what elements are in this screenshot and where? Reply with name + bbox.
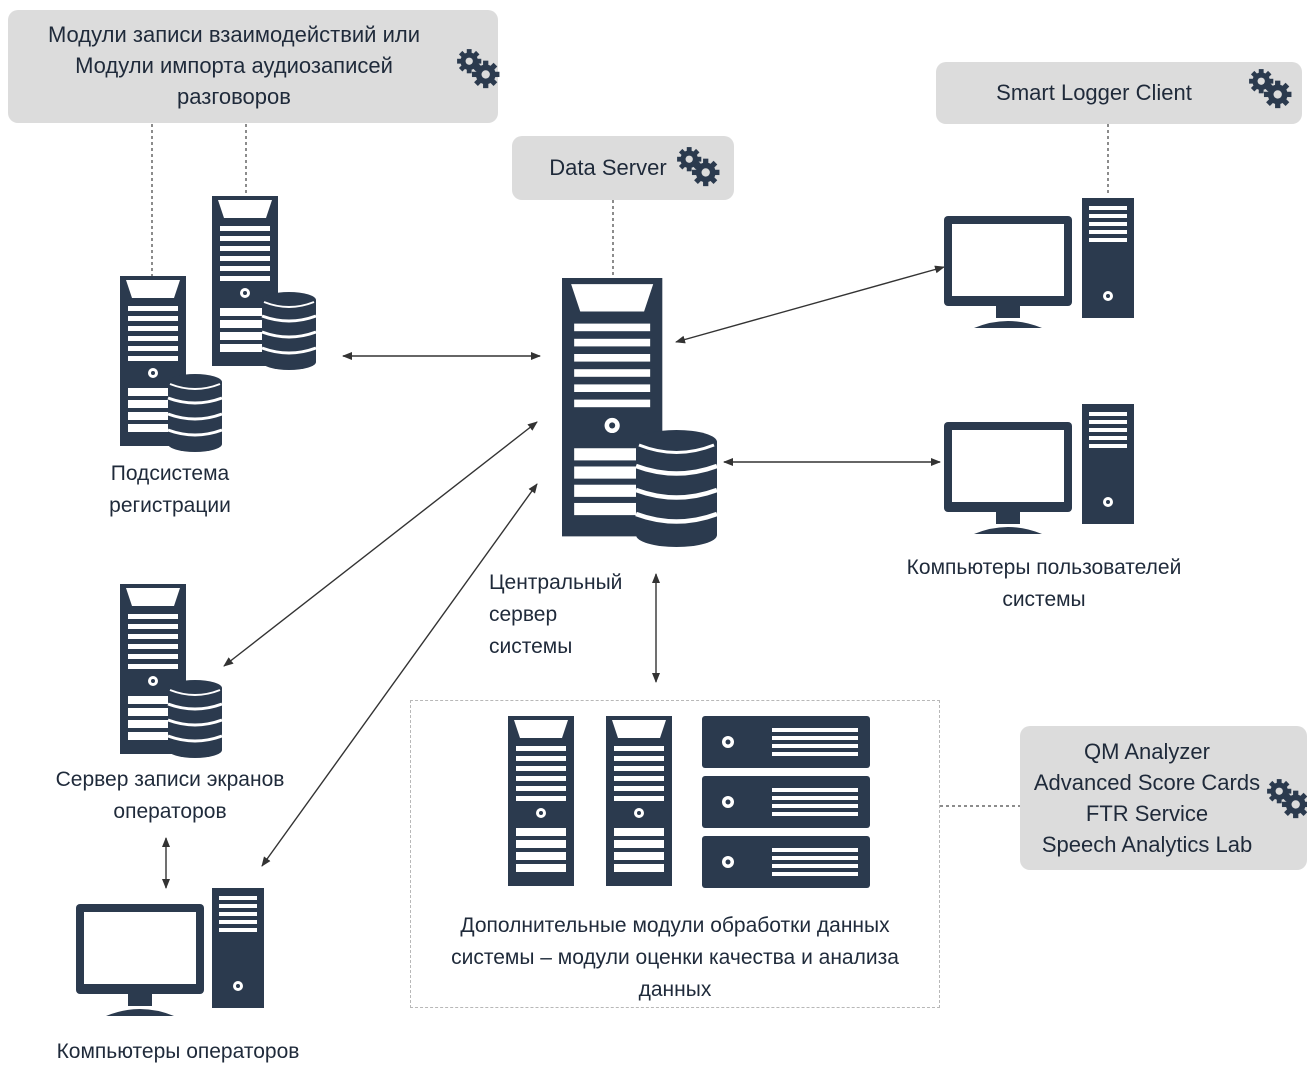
central-server-label-line-1: Центральный [489, 571, 623, 594]
smart-logger-text: Smart Logger Client [996, 80, 1192, 105]
qm-modules-box: QM Analyzer Advanced Score Cards FTR Ser… [1020, 726, 1307, 870]
recording-modules-line-3: разговоров [177, 84, 291, 109]
arrow-central-smartlogger [675, 265, 945, 344]
registration-label-line-2: регистрации [109, 494, 231, 517]
operator-computers-label: Компьютеры операторов [20, 1036, 336, 1068]
gears-icon [677, 147, 720, 187]
recording-modules-line-2: Модули импорта аудиозаписей [75, 53, 393, 78]
operator-computers-label-line-1: Компьютеры операторов [56, 1040, 300, 1063]
registration-label: Подсистема регистрации [70, 458, 270, 522]
data-server-text: Data Server [549, 155, 667, 180]
score-cards-label: Advanced Score Cards [1033, 770, 1261, 795]
qm-modules-text: QM Analyzer Advanced Score Cards FTR Ser… [1020, 736, 1274, 860]
smart-logger-box: Smart Logger Client [936, 62, 1302, 124]
screen-recording-label-line-2: операторов [113, 800, 227, 823]
central-server-label-line-2: сервер [489, 603, 558, 626]
recording-modules-box: Модули записи взаимодействий или Модули … [8, 10, 500, 123]
operator-pc [212, 888, 264, 1008]
additional-modules-label: Дополнительные модули обработки данных с… [410, 910, 940, 1006]
additional-modules-label-line-3: данных [638, 978, 712, 1001]
arrow-central-operatorpc [261, 483, 538, 867]
qm-analyzer-label: QM Analyzer [1084, 739, 1210, 764]
screen-recording-label: Сервер записи экранов операторов [20, 764, 320, 828]
additional-modules-label-line-2: системы – модули оценки качества и анали… [451, 946, 899, 969]
user-pc [1082, 404, 1134, 524]
user-computers-label: Компьютеры пользователей системы [870, 552, 1218, 616]
connection-arrows [162, 265, 945, 889]
registration-db-back [260, 290, 318, 372]
additional-modules-label-line-1: Дополнительные модули обработки данных [460, 914, 890, 937]
gears-icon [1249, 69, 1292, 109]
central-server-label: Центральный сервер системы [489, 567, 659, 663]
recording-modules-line-1: Модули записи взаимодействий или [47, 22, 420, 47]
speech-analytics-label: Speech Analytics Lab [1041, 832, 1253, 857]
data-server-box: Data Server [512, 136, 734, 200]
dashed-connectors [151, 124, 1109, 807]
user-computers-label-line-2: системы [1002, 588, 1086, 611]
operator-monitor [76, 904, 204, 1016]
gears-icon [1267, 779, 1307, 819]
additional-modules-region [410, 700, 940, 1008]
recording-modules-text: Модули записи взаимодействий или Модули … [8, 19, 460, 112]
user-computers-label-line-1: Компьютеры пользователей [906, 556, 1182, 579]
central-server-label-line-3: системы [489, 635, 573, 658]
gears-icon [457, 49, 500, 89]
screen-recording-label-line-1: Сервер записи экранов [55, 768, 285, 791]
central-db [636, 430, 717, 547]
registration-label-line-1: Подсистема [110, 462, 230, 485]
screen-recording-db [166, 678, 224, 760]
smart-logger-monitor [944, 216, 1072, 328]
smart-logger-pc [1082, 198, 1134, 318]
ftr-service-label: FTR Service [1085, 801, 1209, 826]
registration-db-front [166, 372, 224, 454]
user-monitor [944, 422, 1072, 534]
